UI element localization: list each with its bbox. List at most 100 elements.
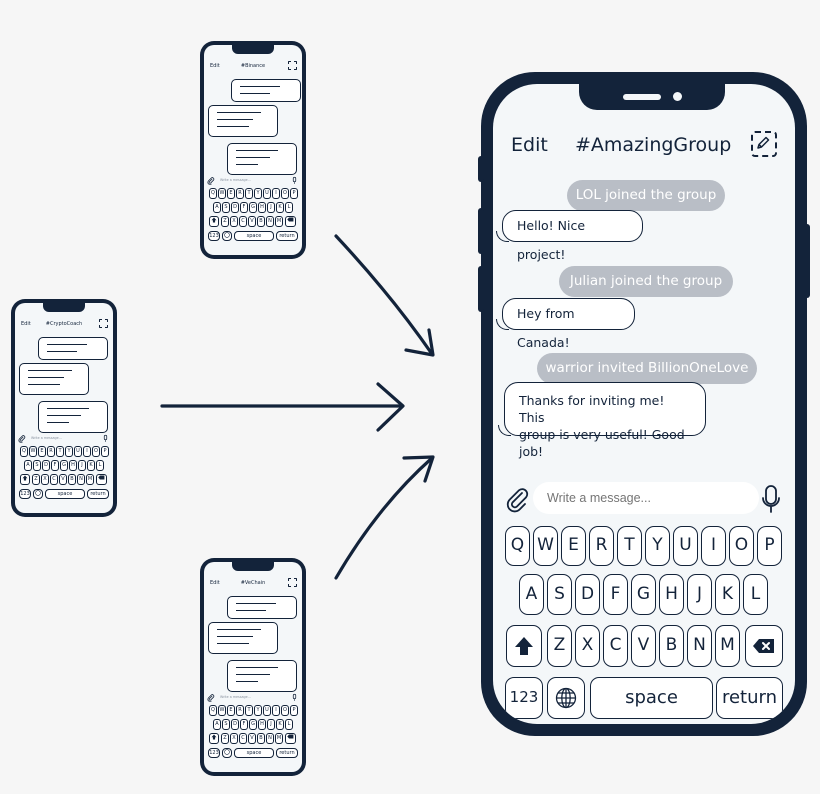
key-y[interactable]: Y bbox=[254, 705, 262, 716]
key-o[interactable]: O bbox=[729, 526, 754, 566]
key-g[interactable]: G bbox=[249, 202, 257, 213]
paperclip-icon[interactable] bbox=[505, 487, 531, 513]
key-k[interactable]: K bbox=[87, 460, 95, 471]
numbers-key[interactable]: 123 bbox=[208, 231, 220, 241]
key-j[interactable]: J bbox=[267, 202, 275, 213]
key-p[interactable]: P bbox=[757, 526, 782, 566]
key-t[interactable]: T bbox=[617, 526, 642, 566]
key-y[interactable]: Y bbox=[65, 446, 73, 457]
key-i[interactable]: I bbox=[272, 705, 280, 716]
key-c[interactable]: C bbox=[239, 216, 247, 227]
key-b[interactable]: B bbox=[68, 474, 76, 485]
key-a[interactable]: A bbox=[24, 460, 32, 471]
microphone-icon[interactable] bbox=[103, 434, 108, 443]
globe-key[interactable] bbox=[547, 677, 585, 719]
key-t[interactable]: T bbox=[245, 188, 253, 199]
incoming-message[interactable]: Hello! Nice project! bbox=[496, 210, 643, 262]
shift-key[interactable] bbox=[209, 733, 219, 744]
key-l[interactable]: L bbox=[743, 574, 768, 615]
key-h[interactable]: H bbox=[258, 719, 266, 730]
numbers-key[interactable]: 123 bbox=[505, 677, 543, 719]
key-j[interactable]: J bbox=[687, 574, 712, 615]
key-z[interactable]: Z bbox=[221, 216, 229, 227]
edit-button[interactable]: Edit bbox=[210, 63, 220, 69]
compose-icon[interactable] bbox=[751, 131, 777, 157]
backspace-key[interactable] bbox=[96, 474, 107, 485]
key-c[interactable]: C bbox=[50, 474, 58, 485]
key-b[interactable]: B bbox=[659, 625, 684, 667]
key-a[interactable]: A bbox=[213, 719, 221, 730]
key-m[interactable]: M bbox=[86, 474, 94, 485]
key-n[interactable]: N bbox=[687, 625, 712, 667]
paperclip-icon[interactable] bbox=[207, 694, 215, 702]
key-a[interactable]: A bbox=[519, 574, 544, 615]
key-w[interactable]: W bbox=[218, 705, 226, 716]
microphone-icon[interactable] bbox=[292, 693, 297, 702]
compose-icon[interactable] bbox=[288, 578, 297, 587]
key-s[interactable]: S bbox=[222, 202, 230, 213]
key-f[interactable]: F bbox=[240, 202, 248, 213]
space-key[interactable]: space bbox=[234, 231, 274, 241]
space-key[interactable]: space bbox=[234, 748, 274, 758]
key-w[interactable]: W bbox=[29, 446, 37, 457]
key-v[interactable]: V bbox=[631, 625, 656, 667]
return-key[interactable]: return bbox=[276, 231, 298, 241]
shift-key[interactable] bbox=[506, 625, 542, 667]
key-t[interactable]: T bbox=[56, 446, 64, 457]
microphone-icon[interactable] bbox=[292, 176, 297, 185]
edit-button[interactable]: Edit bbox=[511, 134, 548, 156]
key-j[interactable]: J bbox=[78, 460, 86, 471]
key-u[interactable]: U bbox=[74, 446, 82, 457]
key-k[interactable]: K bbox=[276, 719, 284, 730]
return-key[interactable]: return bbox=[716, 677, 783, 719]
key-p[interactable]: P bbox=[290, 188, 298, 199]
key-g[interactable]: G bbox=[631, 574, 656, 615]
key-x[interactable]: X bbox=[41, 474, 49, 485]
globe-key[interactable] bbox=[33, 489, 43, 499]
key-b[interactable]: B bbox=[257, 216, 265, 227]
key-q[interactable]: Q bbox=[505, 526, 530, 566]
key-z[interactable]: Z bbox=[221, 733, 229, 744]
key-s[interactable]: S bbox=[547, 574, 572, 615]
return-key[interactable]: return bbox=[87, 489, 109, 499]
key-e[interactable]: E bbox=[227, 705, 235, 716]
key-h[interactable]: H bbox=[69, 460, 77, 471]
compose-icon[interactable] bbox=[288, 61, 297, 70]
paperclip-icon[interactable] bbox=[18, 435, 26, 443]
key-x[interactable]: X bbox=[230, 216, 238, 227]
key-i[interactable]: I bbox=[701, 526, 726, 566]
message-input[interactable]: Write a message... bbox=[31, 436, 62, 440]
key-j[interactable]: J bbox=[267, 719, 275, 730]
key-d[interactable]: D bbox=[575, 574, 600, 615]
key-v[interactable]: V bbox=[59, 474, 67, 485]
key-w[interactable]: W bbox=[533, 526, 558, 566]
key-a[interactable]: A bbox=[213, 202, 221, 213]
key-e[interactable]: E bbox=[227, 188, 235, 199]
key-h[interactable]: H bbox=[659, 574, 684, 615]
key-p[interactable]: P bbox=[101, 446, 109, 457]
key-c[interactable]: C bbox=[603, 625, 628, 667]
key-i[interactable]: I bbox=[83, 446, 91, 457]
shift-key[interactable] bbox=[20, 474, 30, 485]
key-f[interactable]: F bbox=[603, 574, 628, 615]
key-z[interactable]: Z bbox=[547, 625, 572, 667]
space-key[interactable]: space bbox=[45, 489, 85, 499]
key-q[interactable]: Q bbox=[209, 188, 217, 199]
microphone-icon[interactable] bbox=[761, 484, 781, 514]
shift-key[interactable] bbox=[209, 216, 219, 227]
space-key[interactable]: space bbox=[590, 677, 713, 719]
key-n[interactable]: N bbox=[266, 733, 274, 744]
key-r[interactable]: R bbox=[236, 188, 244, 199]
key-k[interactable]: K bbox=[276, 202, 284, 213]
key-f[interactable]: F bbox=[240, 719, 248, 730]
key-e[interactable]: E bbox=[561, 526, 586, 566]
key-h[interactable]: H bbox=[258, 202, 266, 213]
key-r[interactable]: R bbox=[236, 705, 244, 716]
edit-button[interactable]: Edit bbox=[210, 580, 220, 586]
key-n[interactable]: N bbox=[266, 216, 274, 227]
key-w[interactable]: W bbox=[218, 188, 226, 199]
key-e[interactable]: E bbox=[38, 446, 46, 457]
compose-icon[interactable] bbox=[99, 319, 108, 328]
key-v[interactable]: V bbox=[248, 216, 256, 227]
key-u[interactable]: U bbox=[263, 705, 271, 716]
